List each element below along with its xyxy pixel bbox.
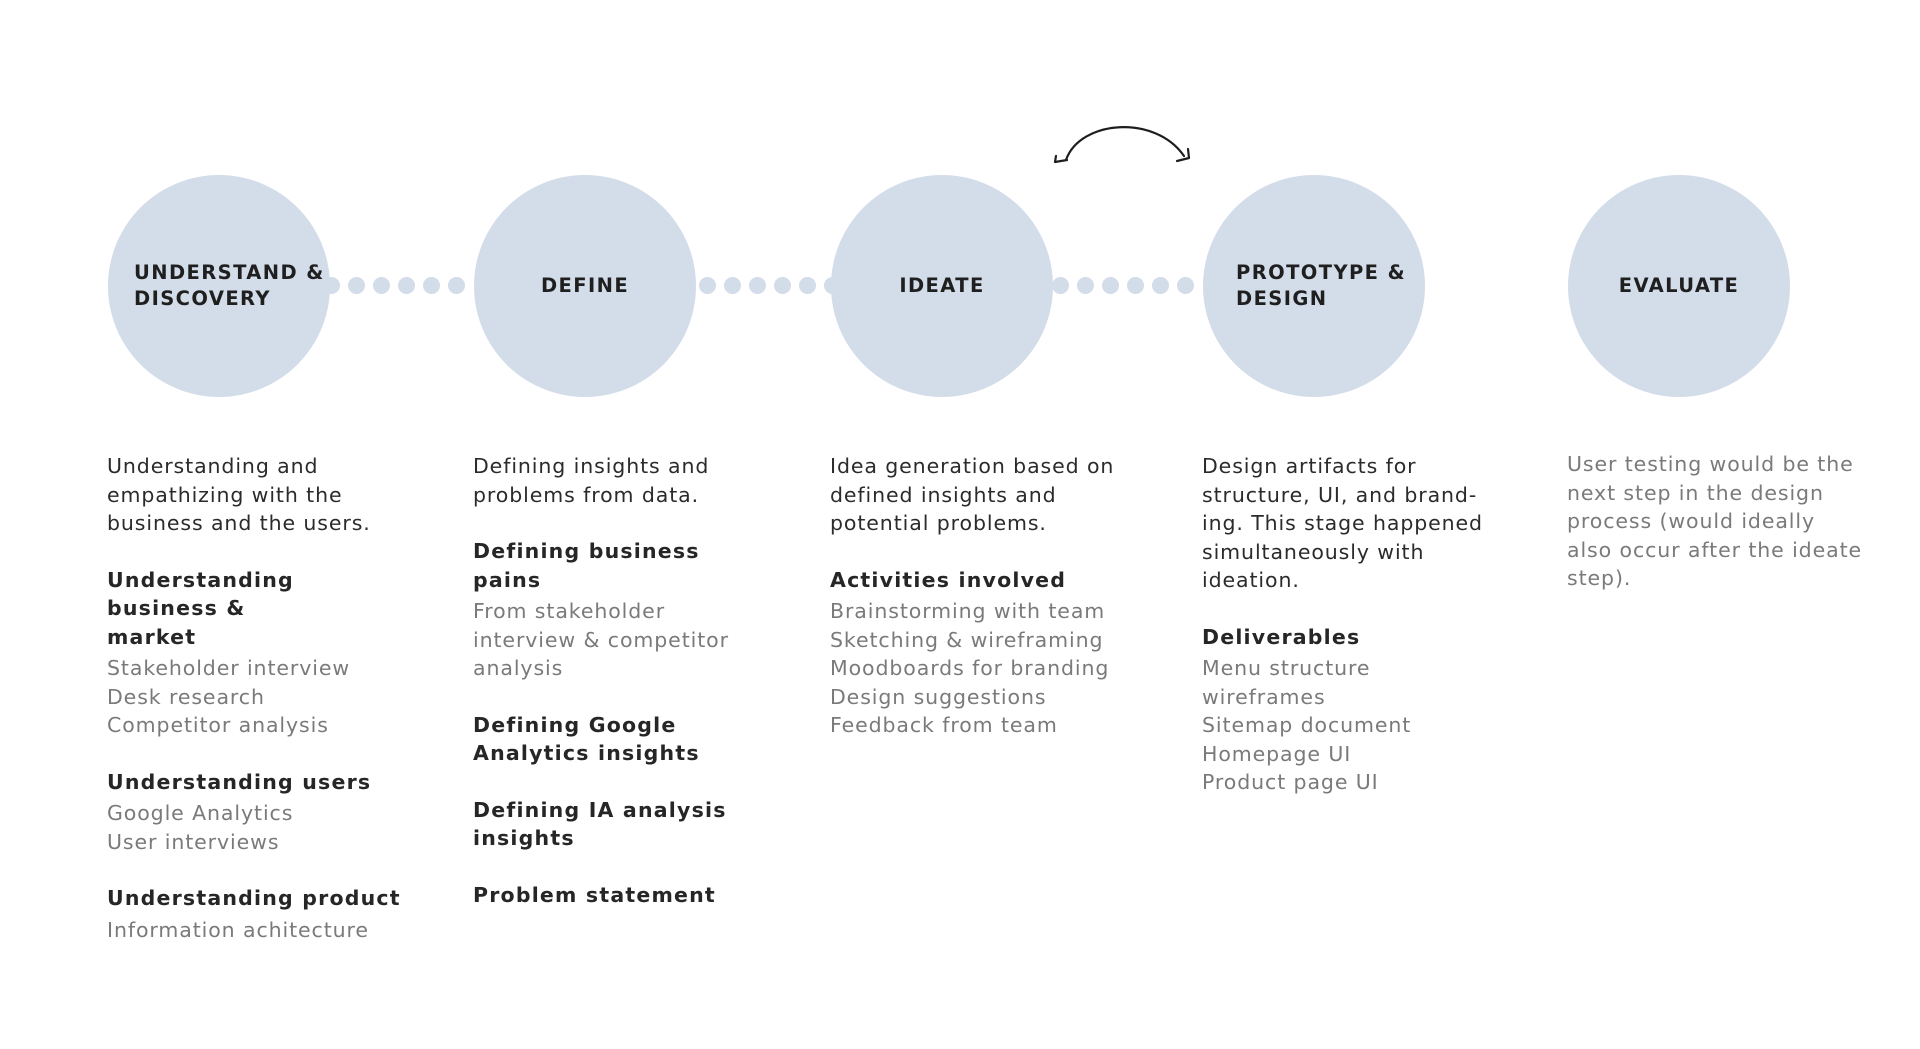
group-title: Defining Google Analytics insights [473, 712, 700, 766]
connector-dot [724, 277, 741, 294]
group-title: Problem statement [473, 882, 716, 907]
list-item: User interviews [107, 829, 280, 854]
group-title: Deliverables [1202, 624, 1361, 649]
connector-dot [699, 277, 716, 294]
connector-dot [1077, 277, 1094, 294]
list-item: Google Analytics [107, 801, 294, 825]
connector-dot [423, 277, 440, 294]
group-title: Defining business pains [473, 539, 700, 592]
list-item: Sitemap document [1202, 713, 1412, 737]
column-understand: Understanding and empathizing with the b… [107, 452, 407, 944]
stage-label: EVALUATE [1618, 274, 1740, 297]
list-item: Product page UI [1202, 770, 1379, 794]
stage-label: IDEATE [899, 274, 985, 297]
list-item: Feedback from team [830, 713, 1058, 737]
stage-label: UNDERSTAND & DISCOVERY [134, 261, 325, 310]
list-item: Desk research [107, 684, 265, 709]
curved-double-arrow-icon [1053, 126, 1191, 164]
stage-description: Idea generation based on defined insight… [830, 454, 1115, 535]
connector-dot [1102, 277, 1119, 294]
list-item: Homepage UI [1202, 741, 1352, 766]
column-define: Defining insights and problems from data… [473, 452, 773, 909]
column-prototype: Design artifacts for structure, UI, and … [1202, 452, 1502, 797]
connector-dot [749, 277, 766, 294]
stage-description: User testing would be the next step in t… [1567, 452, 1863, 590]
list-item: From stakeholder interview & competitor … [473, 599, 729, 680]
list-item: Brainstorming with team [830, 599, 1106, 623]
stage-description: Understanding and empathizing with the b… [107, 454, 371, 535]
list-item: Information achitecture [107, 917, 369, 942]
column-evaluate: User testing would be the next step in t… [1567, 450, 1867, 593]
stage-circle-prototype: PROTOTYPE & DESIGN [1203, 175, 1425, 397]
list-item: Stakeholder interview [107, 656, 351, 680]
list-item: Menu structure wireframes [1202, 656, 1371, 709]
stage-description: Defining insights and problems from data… [473, 454, 710, 507]
connector-dot [1052, 277, 1069, 294]
list-item: Moodboards for branding [830, 656, 1110, 680]
connector-dot [348, 277, 365, 294]
stage-circle-evaluate: EVALUATE [1568, 175, 1790, 397]
connector-dot [799, 277, 816, 294]
connector-dot [1127, 277, 1144, 294]
group-title: Understanding business & market [107, 567, 294, 649]
stage-description: Design artifacts for structure, UI, and … [1202, 454, 1483, 592]
stage-circle-ideate: IDEATE [831, 175, 1053, 397]
connector-dot [1177, 277, 1194, 294]
connector-dot [373, 277, 390, 294]
group-title: Understanding product [107, 886, 401, 910]
connector-dot [774, 277, 791, 294]
stage-circle-understand: UNDERSTAND & DISCOVERY [108, 175, 330, 397]
stage-label: PROTOTYPE & DESIGN [1236, 261, 1406, 310]
group-title: Activities involved [830, 567, 1067, 592]
connector-dot [323, 277, 340, 294]
connector-dot [448, 277, 465, 294]
list-item: Competitor analysis [107, 713, 329, 737]
connector-dot [824, 277, 841, 294]
group-title: Defining IA analysis insights [473, 797, 727, 851]
connector-dot [398, 277, 415, 294]
group-title: Understanding users [107, 769, 372, 794]
connector-dot [1152, 277, 1169, 294]
stage-label: DEFINE [540, 274, 630, 297]
stage-circle-define: DEFINE [474, 175, 696, 397]
list-item: Design suggestions [830, 684, 1047, 709]
column-ideate: Idea generation based on defined insight… [830, 452, 1135, 740]
list-item: Sketching & wireframing [830, 627, 1104, 652]
